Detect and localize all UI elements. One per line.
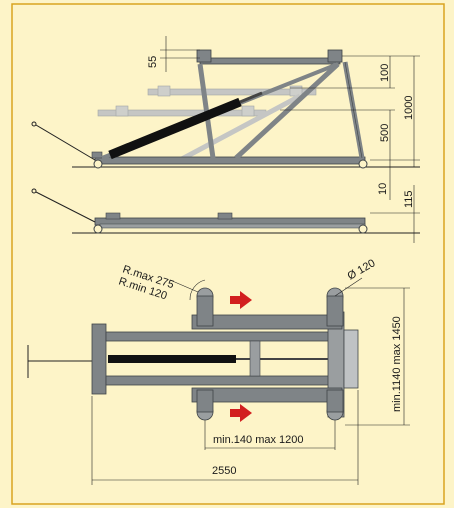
diagonal-strut — [234, 62, 340, 160]
ghost-pad — [115, 105, 129, 117]
width-range-label: min.1140 max 1450 — [391, 316, 403, 412]
ghost-positions — [97, 85, 317, 163]
dim-1000-label: 1000 — [403, 96, 415, 120]
base-wheel-left — [93, 159, 103, 169]
diameter-leader — [334, 277, 363, 297]
plan-end-plate — [91, 323, 107, 395]
plan-rail-lower — [105, 375, 337, 386]
dim-115-label: 115 — [403, 190, 415, 208]
top-arm — [199, 57, 341, 65]
pad-upper-left-arm — [196, 295, 214, 327]
plan-cylinder — [108, 355, 236, 363]
side-view-raised: 55 100 500 1000 10 — [31, 36, 420, 200]
base-frame — [94, 156, 366, 165]
plan-top-arm-upper — [191, 314, 343, 330]
right-arrow-icon — [230, 291, 252, 309]
cylinder-rod — [239, 91, 263, 104]
lowered-wheel-right — [358, 224, 368, 234]
dim-100-label: 100 — [379, 64, 391, 82]
ghost-arm-upper — [147, 88, 317, 96]
overall-length-label: 2550 — [212, 465, 236, 477]
hydraulic-cylinder — [108, 97, 242, 160]
dim-10-label: 10 — [377, 183, 389, 195]
base-bracket — [91, 151, 103, 159]
ghost-pad — [241, 105, 255, 117]
ghost-link — [178, 93, 302, 163]
ghost-pad — [157, 85, 171, 97]
lowered-pad-left — [105, 212, 121, 220]
lowered-base — [99, 223, 366, 229]
plan-right-extension — [343, 329, 359, 389]
ghost-pad — [289, 85, 303, 97]
radius-arc — [189, 279, 206, 301]
plan-view: R.max 275 R.min 120 Ø 120 min.1140 max 1… — [27, 257, 410, 485]
base-wheel-right — [358, 159, 368, 169]
plan-rail-upper — [105, 331, 337, 342]
plan-cross-member — [249, 340, 261, 377]
handle-grip — [31, 121, 37, 127]
lowered-wheel-left — [93, 224, 103, 234]
drawing-frame — [11, 3, 445, 505]
radius-leader — [169, 279, 199, 293]
pad-lower-left-arm — [196, 389, 214, 413]
side-view-lowered: 115 — [31, 185, 420, 243]
pad-lower-right-arm — [326, 389, 344, 413]
dim-500-label: 500 — [379, 124, 391, 142]
right-arrow-icon — [230, 404, 252, 422]
pad-spacing-label: min.140 max 1200 — [213, 434, 304, 446]
pull-handle — [35, 124, 96, 161]
lowered-handle-grip — [31, 188, 37, 194]
pad-right — [327, 49, 343, 63]
pad-left — [196, 49, 212, 63]
lowered-handle — [35, 191, 96, 223]
lowered-pad-right — [217, 212, 233, 220]
plan-top-arm-lower — [191, 387, 343, 403]
dim-55-label: 55 — [147, 56, 159, 68]
pad-upper-right-arm — [326, 295, 344, 327]
